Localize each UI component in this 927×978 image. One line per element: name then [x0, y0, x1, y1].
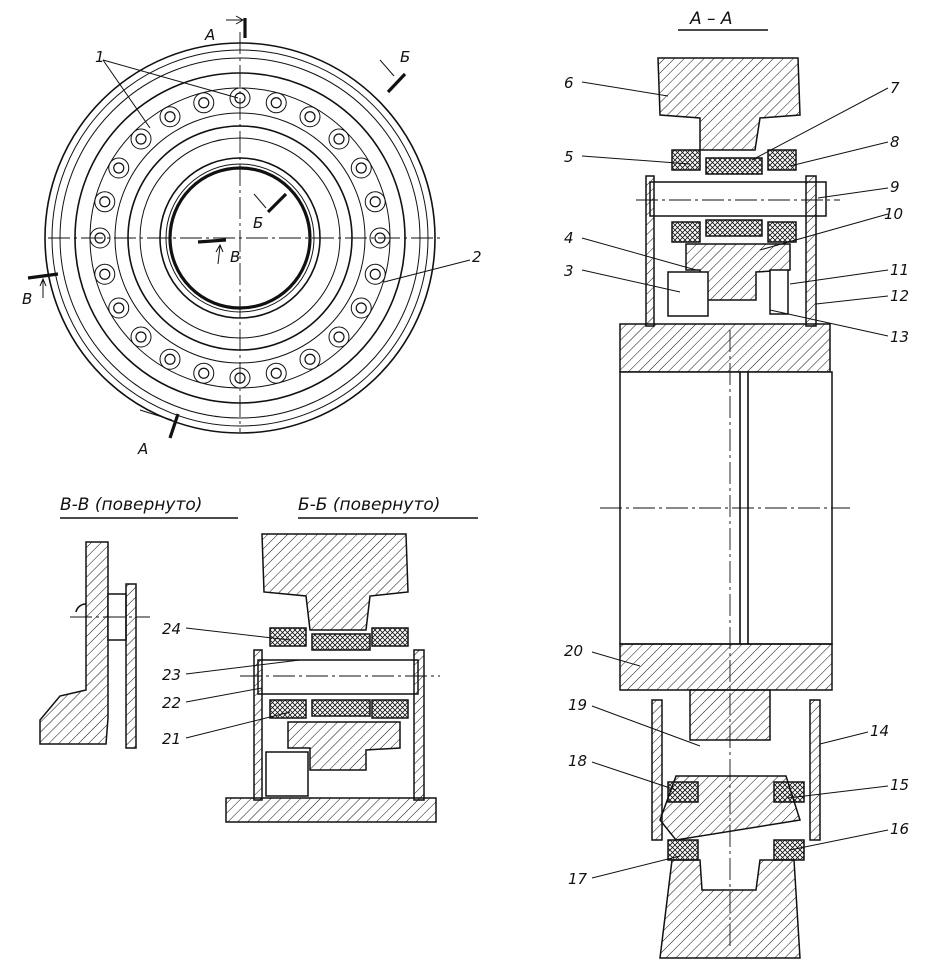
roller	[130, 326, 152, 348]
callout-20: 20	[564, 642, 583, 660]
callout-24: 24	[162, 620, 181, 638]
callout-1: 1	[95, 48, 105, 66]
roller	[94, 263, 116, 285]
roller-pin	[113, 162, 125, 174]
callout-11: 11	[890, 261, 909, 279]
title-aa: А – А	[689, 9, 733, 29]
callout-9: 9	[890, 178, 900, 196]
roller	[265, 92, 287, 114]
roller-pin	[164, 353, 176, 365]
callout-18: 18	[568, 752, 587, 770]
roller	[193, 92, 215, 114]
roller	[328, 128, 350, 150]
front-view	[27, 15, 471, 439]
roller	[193, 362, 215, 384]
callout-22: 22	[162, 694, 181, 712]
roller-pin	[333, 331, 345, 343]
title-vv: В-В (повернуто)	[60, 495, 202, 515]
cut-a-bottom: А	[137, 440, 148, 458]
roller	[108, 297, 130, 319]
callout-13: 13	[890, 328, 909, 346]
cut-v-inner: В	[230, 248, 240, 266]
callout-17: 17	[568, 870, 588, 888]
title-bb: Б-Б (повернуто)	[298, 495, 440, 515]
roller	[350, 297, 372, 319]
roller-pin	[135, 133, 147, 145]
roller	[108, 157, 130, 179]
callout-7: 7	[890, 79, 900, 97]
section-vv	[39, 517, 238, 749]
roller	[299, 106, 321, 128]
callout-10: 10	[884, 205, 903, 223]
roller	[364, 263, 386, 285]
labels: А – А В-В (повернуто) Б-Б (повернуто) А …	[22, 9, 909, 888]
roller-pin	[164, 111, 176, 123]
roller-pin	[304, 111, 316, 123]
roller	[94, 191, 116, 213]
callout-15: 15	[890, 776, 909, 794]
callout-23: 23	[162, 666, 181, 684]
cut-v-left: В	[22, 290, 32, 308]
callout-19: 19	[568, 696, 587, 714]
roller	[299, 348, 321, 370]
callout-3: 3	[564, 262, 574, 280]
callout-5: 5	[564, 148, 574, 166]
callout-4: 4	[564, 229, 574, 247]
roller-pin	[270, 97, 282, 109]
roller-ring	[89, 87, 391, 389]
roller-pin	[333, 133, 345, 145]
roller-pin	[355, 302, 367, 314]
callout-6: 6	[564, 74, 574, 92]
roller	[159, 348, 181, 370]
callout-12: 12	[890, 287, 909, 305]
section-aa	[581, 29, 889, 959]
cut-b-inner: Б	[253, 214, 263, 232]
roller-pin	[113, 302, 125, 314]
section-bb	[185, 517, 478, 823]
roller	[265, 362, 287, 384]
roller-pin	[99, 196, 111, 208]
roller	[350, 157, 372, 179]
roller-pin	[369, 196, 381, 208]
roller-pin	[99, 268, 111, 280]
roller-pin	[198, 367, 210, 379]
roller	[159, 106, 181, 128]
callout-14: 14	[870, 722, 889, 740]
callout-2: 2	[472, 248, 482, 266]
callout-8: 8	[890, 133, 900, 151]
roller-pin	[369, 268, 381, 280]
roller	[364, 191, 386, 213]
cut-a-top: А	[204, 26, 215, 44]
cut-b-top: Б	[400, 48, 410, 66]
roller-pin	[198, 97, 210, 109]
roller	[328, 326, 350, 348]
roller-pin	[270, 367, 282, 379]
roller-pin	[355, 162, 367, 174]
roller-pin	[135, 331, 147, 343]
callout-21: 21	[162, 730, 181, 748]
roller	[130, 128, 152, 150]
roller-pin	[304, 353, 316, 365]
callout-16: 16	[890, 820, 909, 838]
